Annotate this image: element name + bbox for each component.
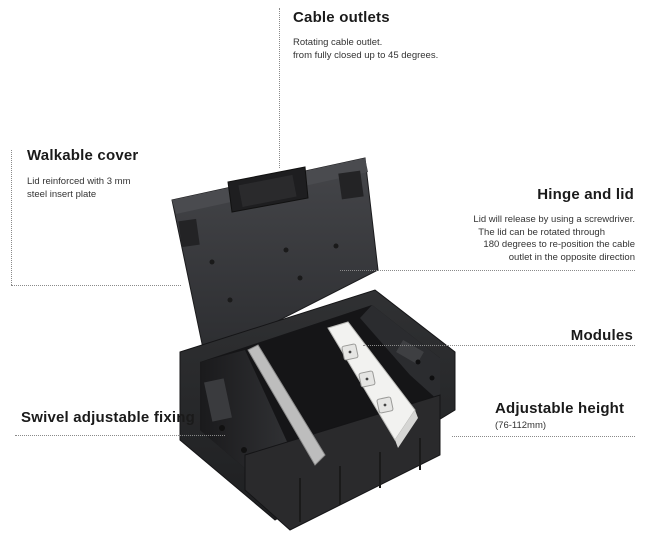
- leader-walkable-cover-h: [11, 285, 181, 286]
- adjustable-height-title: Adjustable height: [495, 400, 625, 417]
- leader-cable-outlets: [279, 8, 280, 168]
- leader-walkable-cover-v: [11, 150, 12, 285]
- walkable-cover-title: Walkable cover: [27, 147, 139, 164]
- hinge-and-lid-title: Hinge and lid: [537, 186, 634, 203]
- lid: [171, 157, 379, 359]
- socket: [358, 370, 376, 388]
- leader-adjustable-height: [452, 436, 635, 437]
- description-line: The lid can be rotated through: [478, 226, 605, 238]
- description-line: Lid will release by using a screwdriver.: [473, 214, 635, 225]
- description-line: Rotating cable outlet.: [293, 37, 383, 48]
- modules: [327, 321, 418, 448]
- description-line: 180 degrees to re-position the cable: [483, 239, 635, 250]
- adjustable-height-subtitle: (76-112mm): [495, 420, 547, 431]
- cable-outlets-title: Cable outlets: [293, 9, 390, 26]
- hinge-and-lid-description: Lid will release by using a screwdriver.…: [473, 214, 635, 264]
- walkable-cover-description: Lid reinforced with 3 mm steel insert pl…: [27, 176, 130, 201]
- housing: [179, 289, 456, 531]
- leader-modules: [363, 345, 635, 346]
- divider-plate: [247, 344, 326, 466]
- cable-outlets-description: Rotating cable outlet. from fully closed…: [293, 37, 438, 62]
- leader-hinge-and-lid: [340, 270, 635, 271]
- description-line: from fully closed up to 45 degrees.: [293, 49, 439, 61]
- socket: [376, 396, 394, 414]
- description-line: outlet in the opposite direction: [508, 251, 635, 263]
- swivel-fixing-title: Swivel adjustable fixing: [21, 409, 196, 426]
- modules-title: Modules: [570, 327, 633, 344]
- leader-swivel-fixing: [15, 435, 225, 436]
- socket: [341, 343, 359, 361]
- description-line: steel insert plate: [27, 188, 97, 200]
- swivel-fixings: [204, 378, 247, 453]
- description-line: Lid reinforced with 3 mm: [27, 176, 131, 187]
